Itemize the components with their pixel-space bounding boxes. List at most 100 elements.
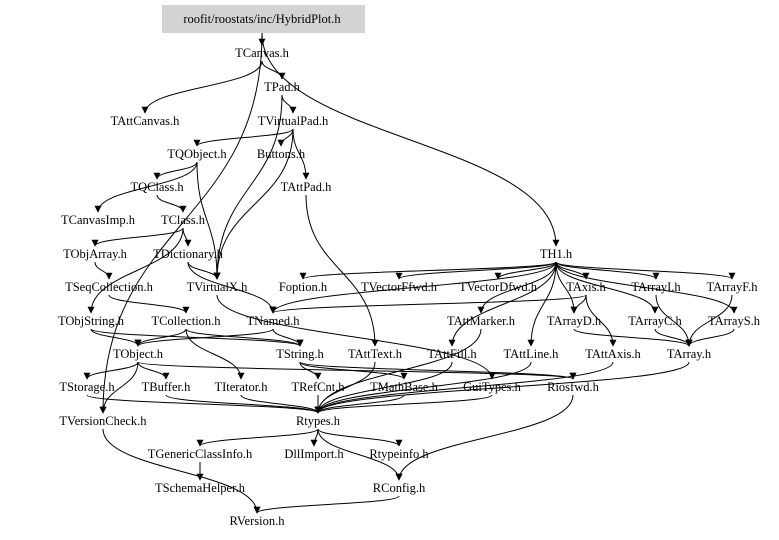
- node-label: TObjString.h: [58, 314, 125, 328]
- node-tbuffer[interactable]: TBuffer.h: [142, 380, 191, 394]
- node-label: RConfig.h: [373, 481, 426, 495]
- node-tatt-fill[interactable]: TAttFill.h: [427, 347, 477, 361]
- node-tatt-axis[interactable]: TAttAxis.h: [585, 347, 641, 361]
- node-label: TQClass.h: [130, 180, 184, 194]
- node-tvector-dfwd[interactable]: TVectorDfwd.h: [459, 280, 538, 294]
- node-tseq-collection[interactable]: TSeqCollection.h: [65, 280, 154, 294]
- node-label: Buttons.h: [257, 147, 306, 161]
- node-tarray[interactable]: TArray.h: [667, 347, 712, 361]
- edge-tstorage-to-rtypes: [86, 394, 322, 414]
- node-label: TString.h: [276, 347, 324, 361]
- edge-tvirtual-pad-to-tqobject: [193, 128, 294, 147]
- node-label: roofit/roostats/inc/HybridPlot.h: [183, 12, 341, 26]
- node-rversion[interactable]: RVersion.h: [230, 514, 286, 528]
- node-tgeneric-class-info[interactable]: TGenericClassInfo.h: [148, 447, 253, 461]
- node-rtypeinfo[interactable]: Rtypeinfo.h: [369, 447, 429, 461]
- node-rtypes[interactable]: Rtypes.h: [296, 414, 341, 428]
- node-label: TAttMarker.h: [447, 314, 516, 328]
- edge-tqobject-to-tqclass: [153, 161, 198, 180]
- node-tqobject[interactable]: TQObject.h: [167, 147, 227, 161]
- node-label: TQObject.h: [167, 147, 227, 161]
- node-tatt-canvas[interactable]: TAttCanvas.h: [111, 114, 181, 128]
- edge-tqclass-to-tclass: [156, 194, 187, 213]
- edge-root-to-tversion-check: [99, 32, 263, 414]
- edge-rtypes-to-rconfig: [317, 428, 403, 481]
- node-tobj-string[interactable]: TObjString.h: [58, 314, 125, 328]
- node-label: TObject.h: [113, 347, 164, 361]
- node-taxis[interactable]: TAxis.h: [566, 280, 606, 294]
- edge-tmath-base-to-rtypes: [314, 394, 405, 414]
- node-tarray-d[interactable]: TArrayD.h: [547, 314, 602, 328]
- node-tcanvas[interactable]: TCanvas.h: [235, 46, 290, 60]
- node-tqclass[interactable]: TQClass.h: [130, 180, 184, 194]
- node-tmath-base[interactable]: TMathBase.h: [370, 380, 438, 394]
- node-tdictionary[interactable]: TDictionary.h: [153, 247, 223, 261]
- node-tschema-helper[interactable]: TSchemaHelper.h: [155, 481, 246, 495]
- node-tvirtual-pad[interactable]: TVirtualPad.h: [258, 114, 329, 128]
- node-tcollection[interactable]: TCollection.h: [151, 314, 221, 328]
- node-label: TIterator.h: [214, 380, 268, 394]
- node-tcanvas-imp[interactable]: TCanvasImp.h: [61, 213, 136, 227]
- node-label: TSeqCollection.h: [65, 280, 154, 294]
- edge-gui-types-to-rtypes: [314, 394, 493, 414]
- edge-th1-to-tvector-dfwd: [494, 261, 557, 280]
- edge-tcanvas-to-tatt-canvas: [141, 60, 263, 114]
- edge-taxis-to-tatt-axis: [585, 294, 617, 347]
- node-tatt-line[interactable]: TAttLine.h: [504, 347, 560, 361]
- node-titerator[interactable]: TIterator.h: [214, 380, 268, 394]
- node-label: TArrayI.h: [631, 280, 681, 294]
- edge-tstring-to-tref-cnt: [299, 361, 322, 380]
- edge-tpad-to-tvirtual-pad: [281, 94, 297, 114]
- edge-tarray-i-to-tarray: [655, 294, 693, 347]
- edge-th1-to-tatt-marker: [477, 261, 557, 314]
- edge-tobject-to-tbuffer: [137, 361, 170, 380]
- edge-tarray-s-to-tarray: [685, 328, 735, 347]
- node-tstring[interactable]: TString.h: [276, 347, 324, 361]
- node-tarray-s[interactable]: TArrayS.h: [708, 314, 761, 328]
- edge-tdictionary-to-tnamed: [187, 261, 277, 314]
- node-tvirtual-x[interactable]: TVirtualX.h: [187, 280, 248, 294]
- node-tarray-i[interactable]: TArrayI.h: [631, 280, 681, 294]
- edge-tbuffer-to-rtypes: [165, 394, 322, 414]
- node-buttons[interactable]: Buttons.h: [257, 147, 306, 161]
- node-riosfwd[interactable]: Riosfwd.h: [547, 380, 599, 394]
- node-label: TClass.h: [161, 213, 206, 227]
- node-tnamed[interactable]: TNamed.h: [246, 314, 300, 328]
- edge-tclass-to-tobj-array: [91, 227, 184, 247]
- edge-tclass-to-tobj-string: [87, 227, 184, 314]
- edge-tpad-to-tvirtual-x: [213, 94, 283, 280]
- node-tarray-f[interactable]: TArrayF.h: [706, 280, 758, 294]
- node-tstorage[interactable]: TStorage.h: [59, 380, 115, 394]
- node-label: RVersion.h: [230, 514, 286, 528]
- root-header-node[interactable]: roofit/roostats/inc/HybridPlot.h: [162, 5, 365, 33]
- node-label: TAttPad.h: [281, 180, 332, 194]
- edge-tatt-fill-to-rtypes: [314, 361, 453, 414]
- node-label: TVirtualX.h: [187, 280, 248, 294]
- node-tref-cnt[interactable]: TRefCnt.h: [291, 380, 345, 394]
- node-tclass[interactable]: TClass.h: [161, 213, 206, 227]
- node-tversion-check[interactable]: TVersionCheck.h: [59, 414, 147, 428]
- node-tarray-c[interactable]: TArrayC.h: [628, 314, 682, 328]
- node-th1[interactable]: TH1.h: [540, 247, 573, 261]
- edge-tvirtual-pad-to-tatt-pad: [292, 128, 310, 180]
- node-tatt-pad[interactable]: TAttPad.h: [281, 180, 332, 194]
- node-rconfig[interactable]: RConfig.h: [373, 481, 426, 495]
- edge-titerator-to-rtypes: [240, 394, 322, 414]
- edge-root-to-th1: [261, 32, 560, 247]
- node-tatt-marker[interactable]: TAttMarker.h: [447, 314, 516, 328]
- node-tobj-array[interactable]: TObjArray.h: [63, 247, 128, 261]
- node-tatt-text[interactable]: TAttText.h: [348, 347, 403, 361]
- edge-rtypes-to-rtypeinfo: [317, 428, 403, 447]
- node-tobject[interactable]: TObject.h: [113, 347, 164, 361]
- edge-tnamed-to-tobject: [134, 328, 274, 347]
- node-label: TVirtualPad.h: [258, 114, 329, 128]
- node-label: TSchemaHelper.h: [155, 481, 246, 495]
- node-dll-import[interactable]: DllImport.h: [284, 447, 344, 461]
- node-gui-types[interactable]: GuiTypes.h: [463, 380, 522, 394]
- node-label: TMathBase.h: [370, 380, 438, 394]
- node-foption[interactable]: Foption.h: [279, 280, 328, 294]
- node-label: TVectorDfwd.h: [459, 280, 538, 294]
- node-tvector-ffwd[interactable]: TVectorFfwd.h: [361, 280, 438, 294]
- node-tpad[interactable]: TPad.h: [264, 80, 301, 94]
